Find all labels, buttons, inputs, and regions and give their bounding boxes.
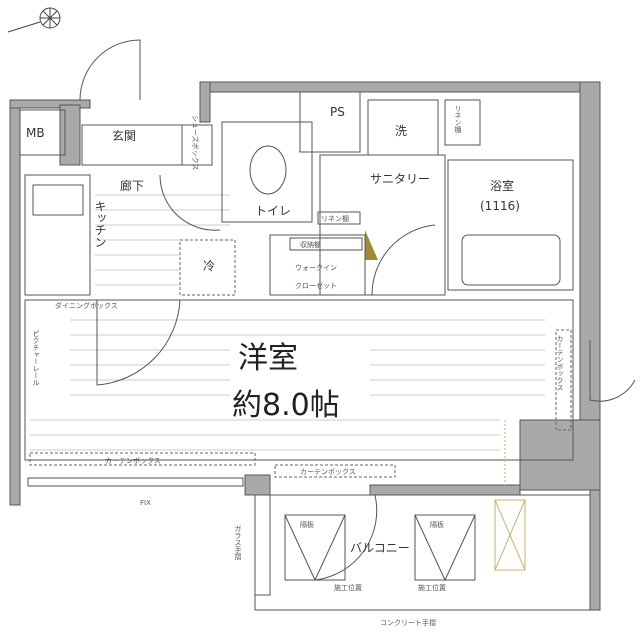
curtain-box-3-label: カーテンボックス	[300, 468, 356, 476]
toilet-label: トイレ	[255, 204, 291, 218]
partition-1-label: 隔板	[300, 520, 314, 529]
fridge-label: 冷	[203, 259, 215, 273]
fix-label: FIX	[140, 499, 151, 507]
bathtub-icon	[461, 234, 561, 286]
curtain-box-1-label: カーテンボックス	[556, 335, 564, 391]
walk-in-label: ウォークイン	[295, 264, 337, 272]
corridor-floor	[95, 194, 230, 286]
toilet-icon	[249, 145, 287, 195]
shoe-box-label: シューズボックス	[191, 115, 200, 170]
room-floor	[30, 319, 545, 451]
linen-shelf-label: リネン棚	[454, 105, 462, 134]
outdoor-unit-1-label: 施工位置	[334, 583, 362, 592]
outdoor-unit-2-label: 施工位置	[418, 583, 446, 592]
bathroom-label: 浴室	[490, 178, 514, 193]
closet-label: クローゼット	[295, 281, 337, 290]
kitchen-label: キッチン	[93, 200, 107, 248]
kitchen-counter	[24, 174, 91, 296]
room-size: 約8.0帖	[232, 388, 340, 423]
corridor-label: 廊下	[120, 178, 144, 193]
balcony	[254, 494, 591, 611]
curtain-box-2-label: カーテンボックス	[105, 457, 161, 465]
linen-shelf-2-label: リネン棚	[321, 214, 349, 223]
bath-size-label: (1116)	[480, 199, 520, 213]
entrance-label: 玄関	[112, 128, 136, 143]
mb-closet	[19, 109, 66, 156]
dining-box-label: ダイニングボックス	[55, 301, 118, 310]
ps-label: PS	[330, 105, 345, 119]
washer-label: 洗	[395, 124, 407, 138]
sanitary-label: サニタリー	[370, 172, 430, 186]
picture-rail-label: ピクチャーレール	[32, 330, 40, 386]
mb-label: MB	[26, 126, 45, 140]
glass-rail-label: ガラス手摺	[234, 525, 242, 561]
concrete-rail-label: コンクリート手摺	[380, 618, 436, 627]
balcony-label: バルコニー	[350, 541, 410, 555]
partition-2-label: 隔板	[430, 520, 444, 529]
entrance-door[interactable]	[79, 39, 141, 101]
fix-window	[27, 477, 244, 487]
stove-icon	[32, 184, 84, 216]
compass-icon	[7, 7, 61, 33]
storage-shelf-label: 収納棚	[300, 240, 321, 249]
room-name: 洋室	[238, 341, 298, 376]
